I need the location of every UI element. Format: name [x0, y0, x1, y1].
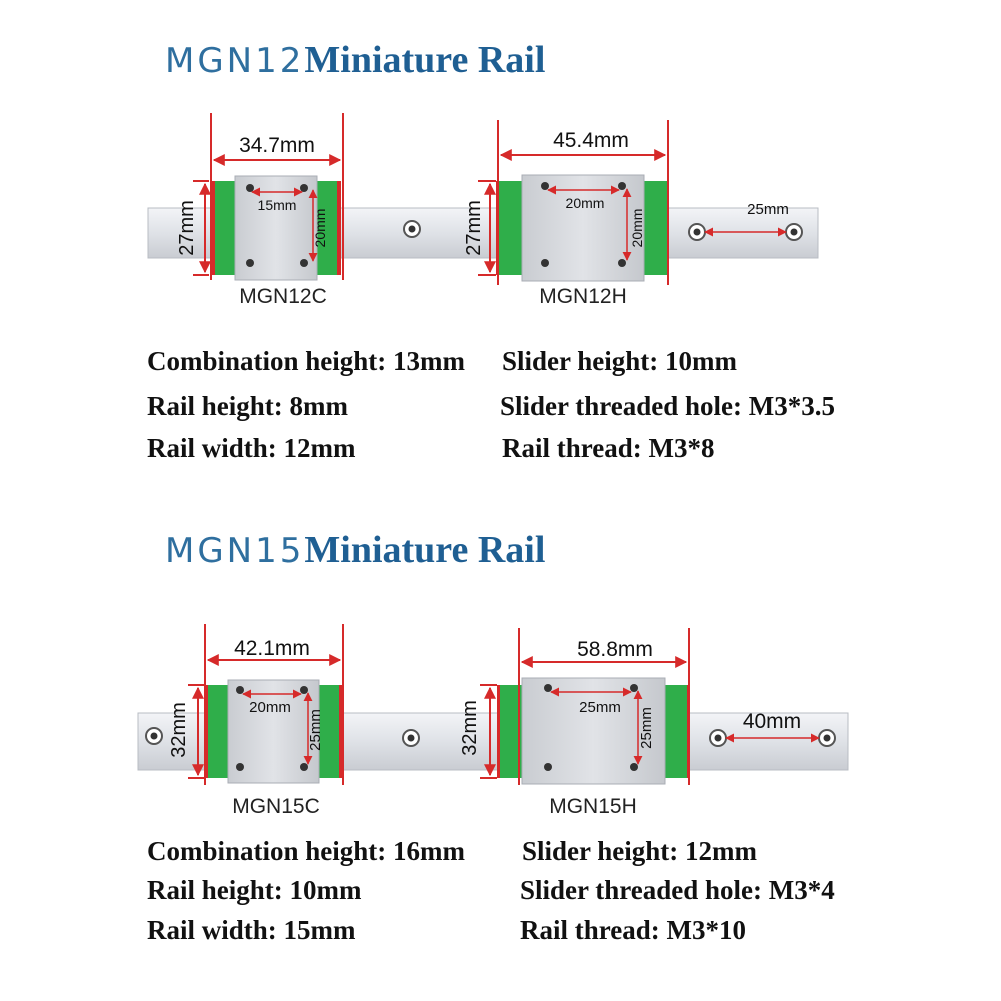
title-text: Miniature Rail — [304, 529, 546, 571]
dim-hole-y: 25mm — [638, 707, 655, 749]
mgn12-diagram: 34.7mm 27mm 15mm 20mm MGN12C 45.4mm 27mm… — [147, 113, 819, 308]
dim-hole-x: 20mm — [566, 195, 605, 211]
spec-right: Rail thread: M3*8 — [502, 433, 715, 463]
spec-left: Rail width: 15mm — [147, 915, 356, 945]
dim-hole-x: 20mm — [249, 699, 291, 716]
spec-right: Rail thread: M3*10 — [520, 915, 746, 945]
dim-height: 27mm — [463, 200, 485, 256]
block-mgn15h — [497, 677, 690, 785]
rail-hole — [408, 225, 416, 233]
dim-length: 42.1mm — [234, 637, 310, 660]
block-caption: MGN12C — [239, 285, 327, 308]
rail-hole — [150, 732, 158, 740]
mgn15-diagram: 42.1mm 32mm 20mm 25mm MGN15C 58.8mm 32mm… — [137, 624, 849, 818]
title-text: Miniature Rail — [304, 39, 546, 81]
spec-left: Combination height: 13mm — [147, 346, 466, 376]
dim-length: 45.4mm — [553, 129, 629, 152]
title-model: MGN15 — [165, 531, 305, 571]
dim-length: 34.7mm — [239, 134, 315, 157]
section-title-mgn15: MGN15Miniature Rail — [165, 528, 545, 576]
section-title-mgn12: MGN12Miniature Rail — [165, 38, 545, 86]
dim-hole-x: 15mm — [258, 197, 297, 213]
spec-left: Rail height: 10mm — [147, 875, 362, 905]
rail-hole — [790, 228, 798, 236]
spec-right: Slider threaded hole: M3*4 — [520, 875, 835, 905]
title-model: MGN12 — [165, 41, 305, 81]
spec-left: Combination height: 16mm — [147, 836, 466, 866]
dim-height: 32mm — [459, 700, 481, 756]
dim-rail-pitch: 40mm — [743, 710, 801, 733]
rail-hole — [823, 734, 831, 742]
block-caption: MGN12H — [539, 285, 627, 308]
rail-hole — [693, 228, 701, 236]
dim-hole-y: 20mm — [629, 209, 645, 248]
rail-hole — [407, 734, 415, 742]
dim-hole-y: 20mm — [312, 209, 328, 248]
spec-right: Slider height: 12mm — [522, 836, 757, 866]
dim-length: 58.8mm — [577, 638, 653, 661]
block-caption: MGN15H — [549, 795, 637, 818]
dim-height: 27mm — [176, 200, 198, 256]
dim-rail-pitch: 25mm — [747, 201, 789, 218]
spec-right: Slider threaded hole: M3*3.5 — [500, 391, 835, 421]
block-caption: MGN15C — [232, 795, 320, 818]
dim-hole-x: 25mm — [579, 699, 621, 716]
spec-left: Rail width: 12mm — [147, 433, 356, 463]
spec-right: Slider height: 10mm — [502, 346, 737, 376]
rail-hole — [714, 734, 722, 742]
dim-height: 32mm — [168, 702, 190, 758]
dim-hole-y: 25mm — [307, 709, 324, 751]
spec-left: Rail height: 8mm — [147, 391, 348, 421]
